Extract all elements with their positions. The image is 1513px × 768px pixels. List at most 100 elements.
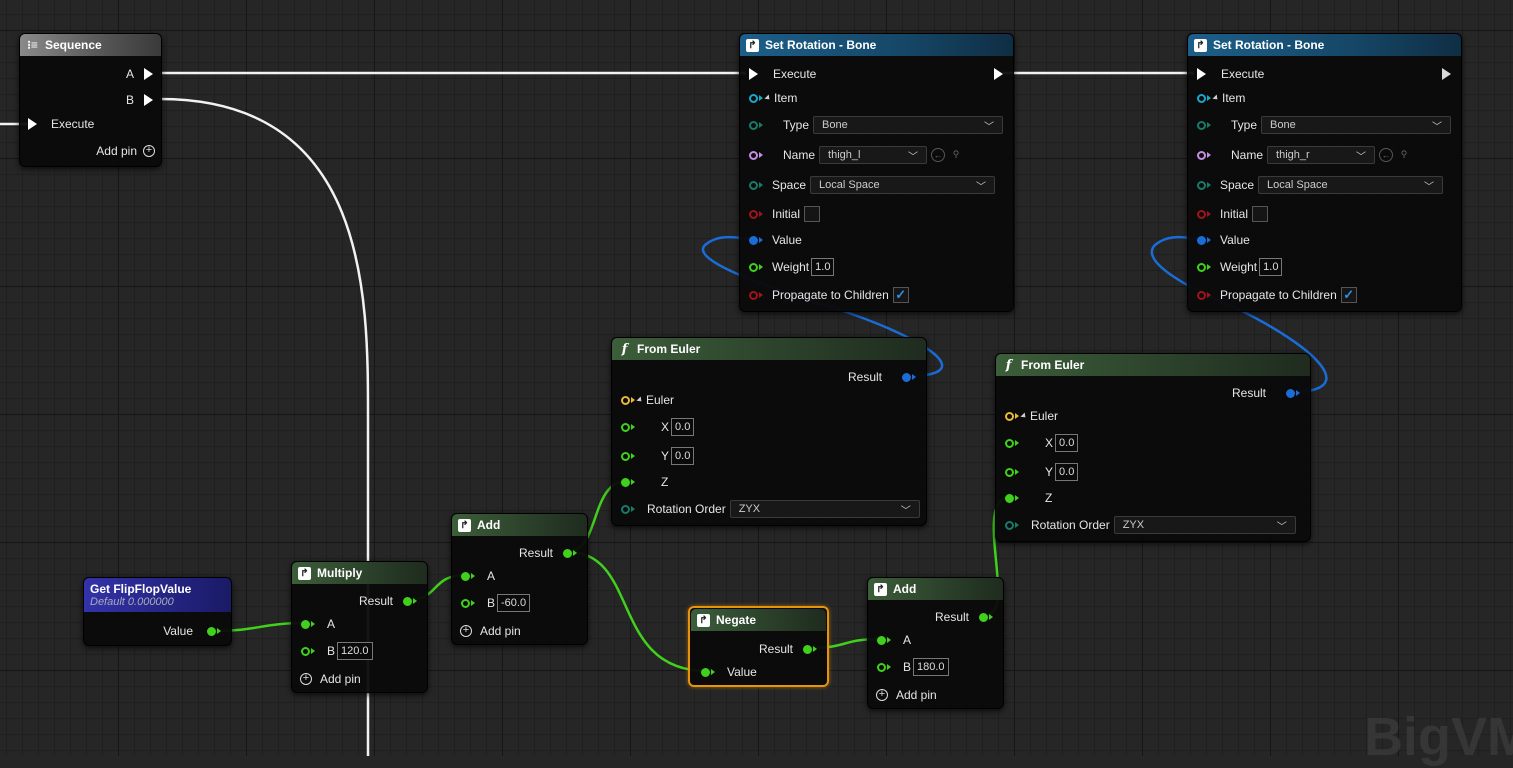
- result-rotation-pin[interactable]: [1286, 388, 1300, 398]
- result-pin[interactable]: [979, 612, 993, 622]
- search-icon[interactable]: ⚲: [952, 149, 960, 159]
- collapse-icon[interactable]: [636, 396, 644, 404]
- a-pin[interactable]: [877, 635, 891, 645]
- exec-out-pin-a[interactable]: [144, 68, 153, 80]
- result-rotation-pin[interactable]: [902, 372, 916, 382]
- a-pin[interactable]: [301, 619, 315, 629]
- name-pin[interactable]: [749, 150, 763, 160]
- z-pin[interactable]: [621, 477, 635, 487]
- space-pin[interactable]: [1197, 180, 1211, 190]
- propagate-checkbox[interactable]: ✓: [1340, 287, 1357, 303]
- collapse-icon[interactable]: [1020, 412, 1028, 420]
- space-dropdown[interactable]: Local Space﹀: [810, 176, 996, 194]
- value-rotation-pin[interactable]: [749, 235, 763, 245]
- b-input[interactable]: 180.0: [913, 658, 949, 676]
- expand-icon[interactable]: [764, 94, 772, 102]
- b-input[interactable]: -60.0: [497, 594, 531, 612]
- negate-node[interactable]: ↱Negate Result Value: [688, 606, 829, 687]
- weight-input[interactable]: 1.0: [811, 258, 835, 276]
- use-selected-icon[interactable]: ←: [931, 148, 946, 162]
- name-pin[interactable]: [1197, 150, 1211, 160]
- value-pin[interactable]: [701, 667, 715, 677]
- euler-vector-pin[interactable]: [1005, 411, 1019, 421]
- b-input[interactable]: 120.0: [337, 642, 373, 660]
- space-dropdown[interactable]: Local Space﹀: [1258, 176, 1444, 194]
- exec-in-pin[interactable]: [1197, 68, 1206, 80]
- weight-pin[interactable]: [749, 262, 763, 272]
- value-out-pin[interactable]: [207, 626, 221, 636]
- y-input[interactable]: 0.0: [671, 447, 695, 465]
- pin-label-item: Item: [774, 91, 798, 105]
- type-dropdown[interactable]: Bone﹀: [813, 116, 1004, 134]
- euler-vector-pin[interactable]: [621, 395, 635, 405]
- propagate-pin[interactable]: [1197, 290, 1211, 300]
- weight-input[interactable]: 1.0: [1259, 258, 1283, 276]
- propagate-pin[interactable]: [749, 290, 763, 300]
- add-pin-button[interactable]: +Add pin: [300, 669, 361, 689]
- b-pin[interactable]: [301, 646, 315, 656]
- pin-label-euler: Euler: [1030, 409, 1059, 423]
- x-pin[interactable]: [1005, 438, 1019, 448]
- search-icon[interactable]: ⚲: [1400, 149, 1408, 159]
- item-struct-pin[interactable]: [1197, 93, 1211, 103]
- item-struct-pin[interactable]: [749, 93, 763, 103]
- exec-out-pin-unconnected[interactable]: [1442, 68, 1451, 80]
- function-icon: ↱: [746, 38, 759, 52]
- initial-pin[interactable]: [749, 209, 763, 219]
- x-pin[interactable]: [621, 422, 635, 432]
- b-pin[interactable]: [461, 598, 475, 608]
- initial-checkbox[interactable]: [1252, 206, 1269, 222]
- result-pin[interactable]: [803, 644, 817, 654]
- exec-in-pin[interactable]: [28, 118, 37, 130]
- x-input[interactable]: 0.0: [1055, 434, 1079, 452]
- name-dropdown[interactable]: thigh_l﹀: [819, 146, 928, 164]
- add-pin-label: Add pin: [480, 624, 521, 638]
- rotation-order-pin[interactable]: [1005, 520, 1019, 530]
- pin-label-space: Space: [1220, 178, 1255, 192]
- add-pin-button[interactable]: +Add pin: [876, 685, 937, 705]
- exec-in-pin[interactable]: [749, 68, 758, 80]
- type-dropdown[interactable]: Bone﹀: [1261, 116, 1452, 134]
- type-pin[interactable]: [1197, 120, 1211, 130]
- result-pin[interactable]: [563, 548, 577, 558]
- a-pin[interactable]: [461, 571, 475, 581]
- result-pin[interactable]: [403, 596, 417, 606]
- use-selected-icon[interactable]: ←: [1379, 148, 1394, 162]
- y-pin[interactable]: [1005, 467, 1019, 477]
- exec-out-pin[interactable]: [994, 68, 1003, 80]
- pin-label-a: A: [903, 633, 912, 647]
- initial-checkbox[interactable]: [804, 206, 821, 222]
- pin-label-name: Name: [783, 148, 816, 162]
- y-input[interactable]: 0.0: [1055, 463, 1079, 481]
- exec-out-pin-b[interactable]: [144, 94, 153, 106]
- name-dropdown[interactable]: thigh_r﹀: [1267, 146, 1376, 164]
- propagate-checkbox[interactable]: ✓: [892, 287, 909, 303]
- z-pin[interactable]: [1005, 493, 1019, 503]
- x-input[interactable]: 0.0: [671, 418, 695, 436]
- rotation-order-dropdown[interactable]: ZYX﹀: [729, 500, 920, 518]
- rotation-order-pin[interactable]: [621, 504, 635, 514]
- add-pin-button[interactable]: +Add pin: [460, 621, 521, 641]
- y-pin[interactable]: [621, 451, 635, 461]
- space-pin[interactable]: [749, 180, 763, 190]
- add-icon: +: [876, 689, 888, 701]
- add-icon: +: [300, 673, 312, 685]
- weight-pin[interactable]: [1197, 262, 1211, 272]
- type-pin[interactable]: [749, 120, 763, 130]
- expand-icon[interactable]: [1212, 94, 1220, 102]
- pin-label-y: Y: [661, 449, 670, 463]
- initial-pin[interactable]: [1197, 209, 1211, 219]
- add-node-1[interactable]: ↱Add Result A B-60.0 +Add pin: [451, 513, 588, 645]
- sequence-node[interactable]: ⁝≡Sequence A B Execute Add pin+: [19, 33, 162, 167]
- add-pin-button[interactable]: Add pin+: [96, 141, 155, 161]
- rotation-order-dropdown[interactable]: ZYX﹀: [1113, 516, 1296, 534]
- b-pin[interactable]: [877, 662, 891, 672]
- value-rotation-pin[interactable]: [1197, 235, 1211, 245]
